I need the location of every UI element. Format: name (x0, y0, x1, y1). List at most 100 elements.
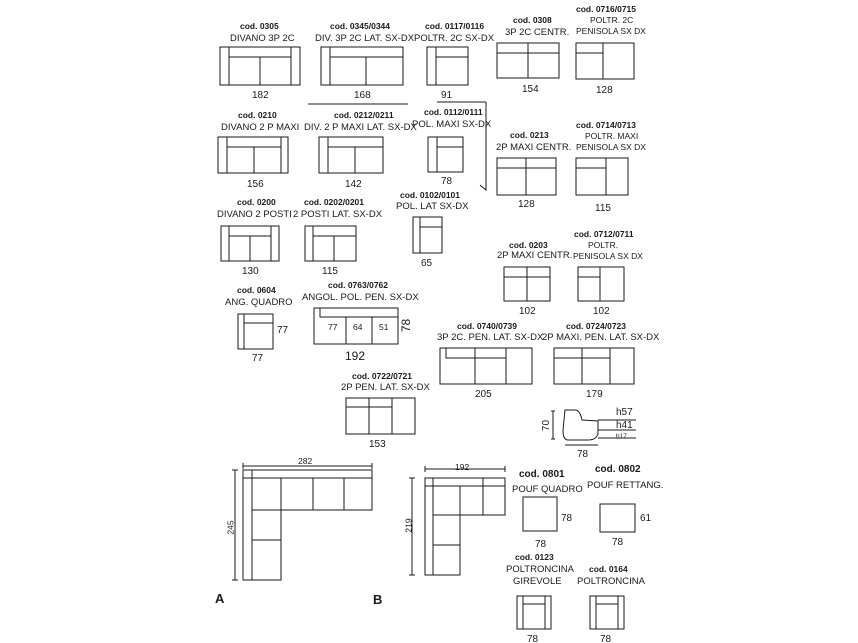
name-0714-line2: PENISOLA SX DX (576, 142, 646, 152)
width-0802: 78 (612, 537, 624, 548)
composition-a-drawing (232, 463, 373, 581)
code-0740: cod. 0740/0739 (457, 321, 518, 331)
pouf-0801-drawing (522, 496, 558, 532)
code-0712: cod. 0712/0711 (574, 229, 634, 239)
width-0763: 192 (345, 349, 366, 363)
depth-0802: 61 (640, 513, 652, 524)
code-0305: cod. 0305 (240, 21, 279, 31)
name-0604: ANG. QUADRO (225, 297, 293, 308)
width-0308: 154 (522, 84, 539, 95)
width-0716: 128 (596, 85, 613, 96)
comp-a-depth: 245 (225, 520, 236, 535)
name-0308: 3P 2C CENTR. (505, 27, 570, 38)
sofa-0203-drawing (503, 266, 551, 302)
width-0202: 115 (322, 266, 338, 277)
side-h3: h17 (616, 433, 627, 440)
name-0714-line1: POLTR. MAXI (585, 131, 639, 141)
name-0212: DIV. 2 P MAXI LAT. SX-DX (304, 122, 417, 133)
sofa-0202-drawing (304, 225, 357, 262)
width-0117: 91 (441, 90, 453, 101)
side-h2: h41 (616, 420, 633, 431)
width-0722: 153 (369, 439, 386, 450)
code-0212: cod. 0212/0211 (334, 110, 394, 120)
code-0722: cod. 0722/0721 (352, 371, 413, 381)
code-0102: cod. 0102/0101 (400, 190, 461, 200)
width-0123: 78 (527, 634, 539, 643)
width-0164: 78 (600, 634, 612, 643)
name-0724: 2P MAXI. PEN. LAT. SX-DX (542, 332, 660, 343)
code-0202: cod. 0202/0201 (304, 197, 365, 207)
side-h1: h57 (616, 407, 633, 418)
armchair-0712-drawing (577, 266, 625, 302)
sofa-0200-drawing (220, 225, 280, 262)
width-0212: 142 (345, 179, 362, 190)
width-0102: 65 (421, 258, 433, 269)
armchair-0102-drawing (412, 216, 443, 254)
name-0722: 2P PEN. LAT. SX-DX (341, 382, 430, 393)
name-0716-line1: POLTR. 2C (590, 15, 634, 25)
name-0210: DIVANO 2 P MAXI (221, 122, 300, 133)
sofa-0345-drawing (320, 46, 404, 86)
sofa-0740-drawing (439, 347, 533, 385)
name-0712-line1: POLTR. (588, 240, 619, 250)
name-0200: DIVANO 2 POSTI (217, 209, 292, 220)
comp-a-label: A (215, 591, 225, 606)
code-0112: cod. 0112/0111 (424, 107, 483, 117)
width-0604: 77 (252, 353, 264, 364)
name-0203: 2P MAXI CENTR. (497, 250, 573, 261)
name-0802: POUF RETTANG. (587, 480, 664, 491)
name-0305: DIVANO 3P 2C (230, 33, 295, 44)
depth-0763: 78 (399, 318, 414, 333)
code-0604: cod. 0604 (237, 285, 276, 295)
code-0802: cod. 0802 (595, 464, 641, 475)
side-width: 78 (577, 449, 589, 460)
name-0763: ANGOL. POL. PEN. SX-DX (302, 292, 419, 303)
name-0712-line2: PENISOLA SX DX (573, 251, 643, 261)
armchair-0716-drawing (575, 42, 635, 80)
name-0801: POUF QUADRO (512, 484, 583, 495)
width-0210: 156 (247, 179, 264, 190)
code-0801: cod. 0801 (519, 469, 565, 480)
comp-b-width: 192 (455, 462, 470, 472)
width-0305: 182 (252, 90, 269, 101)
code-0123: cod. 0123 (515, 552, 554, 562)
armchair-0117-drawing (426, 46, 469, 86)
code-0210: cod. 0210 (238, 110, 277, 120)
code-0345: cod. 0345/0344 (330, 21, 391, 31)
name-0164: POLTRONCINA (577, 576, 645, 587)
name-0213: 2P MAXI CENTR. (496, 142, 572, 153)
corner-0763-drawing (313, 307, 399, 345)
code-0763: cod. 0763/0762 (328, 280, 389, 290)
width-0112: 78 (441, 176, 453, 187)
depth-0604: 77 (277, 325, 289, 336)
code-0164: cod. 0164 (589, 564, 628, 574)
comp-b-depth: 219 (403, 518, 414, 533)
width-0213: 128 (518, 199, 535, 210)
comp-b-label: B (373, 592, 383, 607)
name-0345: DIV. 3P 2C LAT. SX-DX (315, 33, 415, 44)
width-0801: 78 (535, 539, 547, 550)
seg3-0763: 51 (379, 322, 389, 332)
sofa-0722-drawing (345, 397, 416, 435)
code-0714: cod. 0714/0713 (576, 120, 637, 130)
name-0112: POL. MAXI SX-DX (412, 119, 492, 130)
code-0716: cod. 0716/0715 (576, 4, 637, 14)
armchair-0123-drawing (516, 595, 552, 630)
width-0203: 102 (519, 306, 536, 317)
width-0714: 115 (595, 203, 611, 214)
comp-a-width: 282 (298, 456, 313, 466)
name-0117: POLTR. 2C SX-DX (414, 33, 495, 44)
side-depth: 70 (541, 419, 553, 432)
name-0716-line2: PENISOLA SX DX (576, 26, 646, 36)
code-0200: cod. 0200 (237, 197, 276, 207)
composition-b-drawing (409, 466, 506, 576)
width-0200: 130 (242, 266, 259, 277)
sofa-0308-drawing (496, 42, 560, 79)
armchair-0714-drawing (575, 157, 629, 196)
side-view-drawing (551, 409, 636, 446)
code-0117: cod. 0117/0116 (425, 21, 485, 31)
code-0724: cod. 0724/0723 (566, 321, 627, 331)
sofa-0724-drawing (553, 347, 635, 385)
